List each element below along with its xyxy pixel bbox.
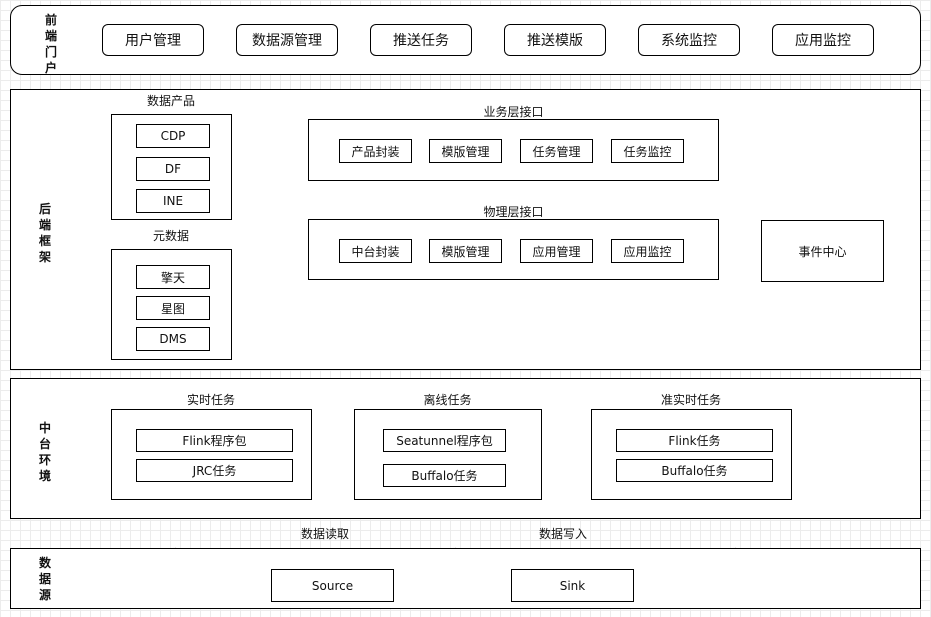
data-product-cdp: CDP xyxy=(136,124,210,148)
near-realtime-task-title: 准实时任务 xyxy=(660,393,721,407)
event-center-box: 事件中心 xyxy=(761,220,884,282)
app-monitor-button[interactable]: 应用监控 xyxy=(772,24,874,56)
physical-api-title: 物理层接口 xyxy=(483,205,544,219)
user-management-button[interactable]: 用户管理 xyxy=(102,24,204,56)
offline-task-group: Seatunnel程序包 Buffalo任务 xyxy=(354,409,542,500)
datasource-label: 数据源 xyxy=(38,556,51,602)
task-management-item: 任务管理 xyxy=(520,139,593,163)
frontend-portal-label: 前端门户 xyxy=(44,13,57,75)
data-product-df: DF xyxy=(136,157,210,181)
backend-framework-label: 后端框架 xyxy=(38,202,51,264)
task-monitor-item: 任务监控 xyxy=(611,139,684,163)
buffalo-task-item: Buffalo任务 xyxy=(383,464,506,487)
jrc-task-item: JRC任务 xyxy=(136,459,293,482)
template-management-item: 模版管理 xyxy=(429,239,502,263)
data-write-label: 数据写入 xyxy=(538,527,587,541)
sink-box: Sink xyxy=(511,569,634,602)
system-monitor-button[interactable]: 系统监控 xyxy=(638,24,740,56)
physical-api-group: 中台封装 模版管理 应用管理 应用监控 xyxy=(308,219,719,280)
flink-task-item: Flink任务 xyxy=(616,429,773,452)
data-read-label: 数据读取 xyxy=(300,527,349,541)
realtime-task-group: Flink程序包 JRC任务 xyxy=(111,409,312,500)
metadata-group: 擎天 星图 DMS xyxy=(111,249,232,360)
metadata-qingtian: 擎天 xyxy=(136,265,210,289)
backend-framework-section: 后端框架 数据产品 CDP DF INE 元数据 擎天 星图 DMS 业务层接口… xyxy=(10,89,921,370)
template-management-item: 模版管理 xyxy=(429,139,502,163)
metadata-dms: DMS xyxy=(136,327,210,351)
product-packaging-item: 产品封装 xyxy=(339,139,412,163)
frontend-portal-section: 前端门户 用户管理 数据源管理 推送任务 推送模版 系统监控 应用监控 xyxy=(10,5,921,75)
near-realtime-task-group: Flink任务 Buffalo任务 xyxy=(591,409,792,500)
metadata-xingtu: 星图 xyxy=(136,296,210,320)
source-box: Source xyxy=(271,569,394,602)
business-api-title: 业务层接口 xyxy=(483,105,544,119)
middle-packaging-item: 中台封装 xyxy=(339,239,412,263)
middle-platform-section: 中台环境 实时任务 Flink程序包 JRC任务 离线任务 Seatunnel程… xyxy=(10,378,921,519)
realtime-task-title: 实时任务 xyxy=(186,393,235,407)
seatunnel-package-item: Seatunnel程序包 xyxy=(383,429,506,452)
app-monitor-item: 应用监控 xyxy=(611,239,684,263)
app-management-item: 应用管理 xyxy=(520,239,593,263)
datasource-section: 数据源 Source Sink xyxy=(10,548,921,609)
metadata-title: 元数据 xyxy=(152,229,189,243)
buffalo-task-item: Buffalo任务 xyxy=(616,459,773,482)
push-task-button[interactable]: 推送任务 xyxy=(370,24,472,56)
middle-platform-label: 中台环境 xyxy=(38,421,51,483)
business-api-group: 产品封装 模版管理 任务管理 任务监控 xyxy=(308,119,719,181)
datasource-management-button[interactable]: 数据源管理 xyxy=(236,24,338,56)
data-product-ine: INE xyxy=(136,189,210,213)
data-products-title: 数据产品 xyxy=(146,94,195,108)
push-template-button[interactable]: 推送模版 xyxy=(504,24,606,56)
offline-task-title: 离线任务 xyxy=(423,393,472,407)
flink-package-item: Flink程序包 xyxy=(136,429,293,452)
data-products-group: CDP DF INE xyxy=(111,114,232,220)
